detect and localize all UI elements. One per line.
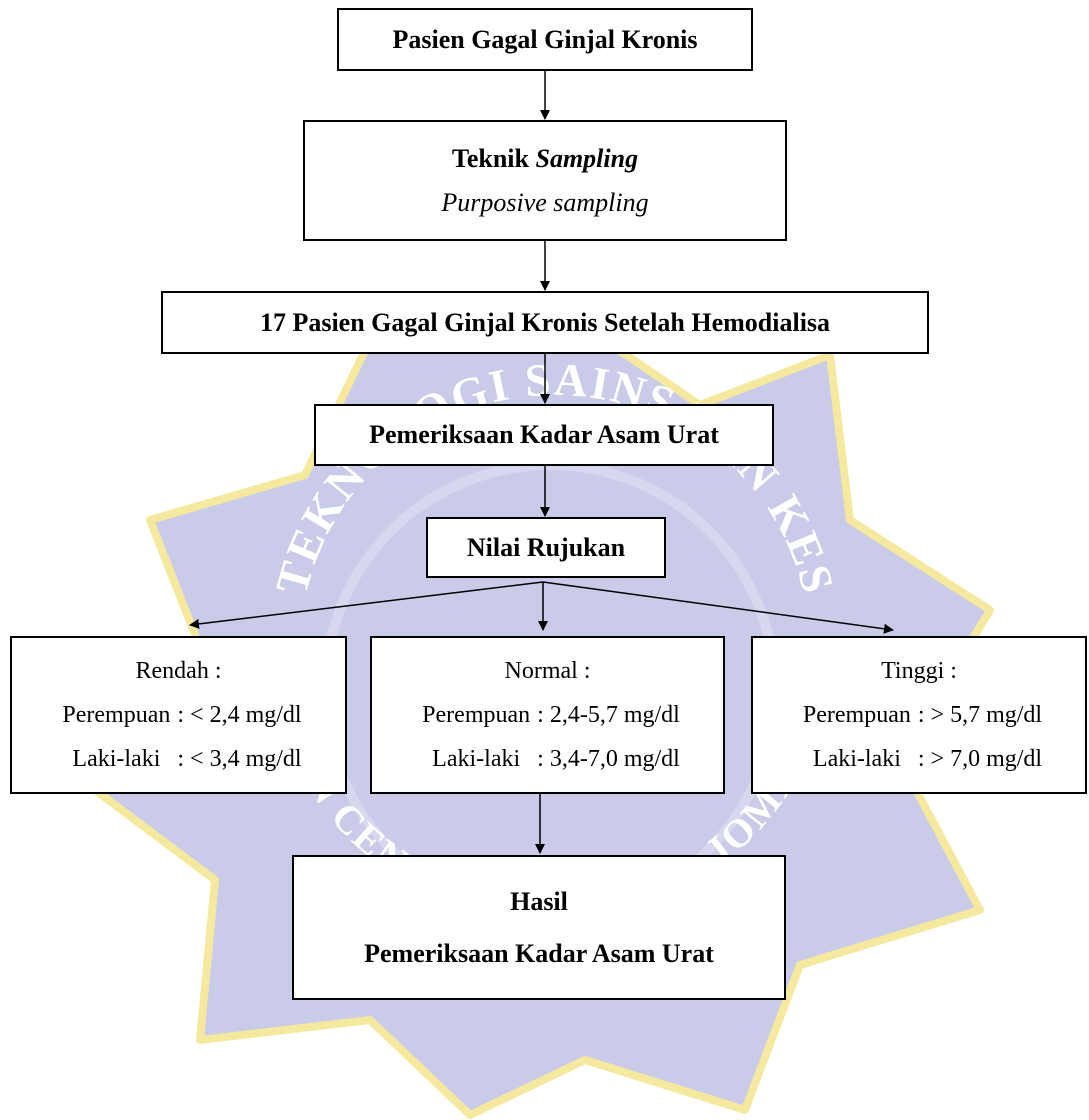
normal-female-row: Perempuan: 2,4-5,7 mg/dl [415, 693, 680, 737]
node-population: Pasien Gagal Ginjal Kronis [337, 8, 753, 71]
normal-male-row: Laki-laki : 3,4-7,0 mg/dl [415, 737, 680, 781]
arrow-reference-to-high [542, 581, 894, 634]
result-line1: Hasil [510, 886, 568, 916]
normal-female-value: : 2,4-5,7 mg/dl [537, 702, 680, 728]
low-values: Perempuan: < 2,4 mg/dl Laki-laki : < 3,4 … [55, 693, 301, 781]
examination-label: Pemeriksaan Kadar Asam Urat [369, 420, 719, 449]
node-examination: Pemeriksaan Kadar Asam Urat [314, 404, 774, 466]
node-high: Tinggi : Perempuan: > 5,7 mg/dl Laki-lak… [751, 636, 1087, 794]
low-male-value: : < 3,4 mg/dl [177, 746, 302, 772]
node-sampling: Teknik Sampling Purposive sampling [303, 120, 787, 241]
normal-male-value: : 3,4-7,0 mg/dl [537, 746, 680, 772]
high-male-row: Laki-laki : > 7,0 mg/dl [796, 737, 1042, 781]
high-male-label: Laki-laki [812, 746, 901, 772]
arrow-reference-to-low [189, 581, 544, 629]
low-female-label: Perempuan [62, 702, 171, 728]
normal-male-label: Laki-laki [432, 746, 521, 772]
low-title: Rendah : [135, 658, 222, 684]
low-female-row: Perempuan: < 2,4 mg/dl [55, 693, 301, 737]
normal-title: Normal : [504, 658, 591, 684]
result-line2: Pemeriksaan Kadar Asam Urat [364, 938, 714, 968]
normal-values: Perempuan: 2,4-5,7 mg/dl Laki-laki : 3,4-… [415, 693, 680, 781]
sampling-method: Purposive sampling [441, 187, 649, 217]
sampling-title-prefix: Teknik [451, 143, 536, 173]
population-label: Pasien Gagal Ginjal Kronis [392, 24, 698, 54]
node-low: Rendah : Perempuan: < 2,4 mg/dl Laki-lak… [10, 636, 347, 794]
normal-female-label: Perempuan [422, 702, 531, 728]
high-values: Perempuan: > 5,7 mg/dl Laki-laki : > 7,0 … [796, 693, 1042, 781]
high-female-row: Perempuan: > 5,7 mg/dl [796, 693, 1042, 737]
node-sample: 17 Pasien Gagal Ginjal Kronis Setelah He… [161, 291, 929, 354]
node-result: Hasil Pemeriksaan Kadar Asam Urat [292, 855, 786, 1000]
node-normal: Normal : Perempuan: 2,4-5,7 mg/dl Laki-l… [370, 636, 725, 794]
high-female-value: : > 5,7 mg/dl [917, 702, 1043, 728]
reference-label: Nilai Rujukan [466, 532, 626, 562]
sampling-title: Teknik Sampling [452, 144, 638, 174]
sampling-title-italic: Sampling [535, 143, 639, 173]
high-title: Tinggi : [881, 658, 957, 684]
low-male-label: Laki-laki [72, 746, 161, 772]
high-male-value: : > 7,0 mg/dl [917, 746, 1043, 772]
node-reference: Nilai Rujukan [426, 517, 666, 578]
low-female-value: : < 2,4 mg/dl [177, 702, 302, 728]
high-female-label: Perempuan [802, 702, 911, 728]
sample-label: 17 Pasien Gagal Ginjal Kronis Setelah He… [259, 307, 831, 337]
low-male-row: Laki-laki : < 3,4 mg/dl [55, 737, 301, 781]
